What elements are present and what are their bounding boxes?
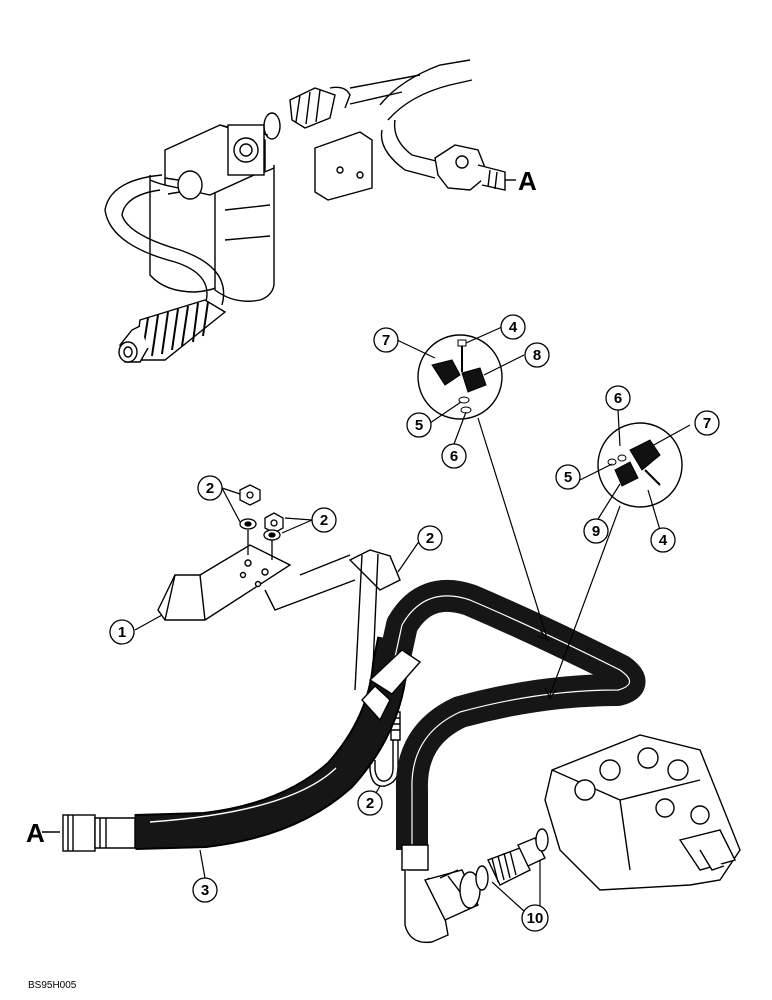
figure-code: BS95H005 <box>28 980 77 991</box>
detail-circle-1 <box>417 334 503 420</box>
callout-leaders <box>134 326 691 913</box>
adapter-fitting <box>475 828 549 891</box>
detail2-leader <box>549 505 621 696</box>
callout-2b: 2 <box>320 512 328 529</box>
callout-7b: 7 <box>703 415 711 432</box>
ref-letter-a-left: A <box>26 818 45 848</box>
callout-4a: 4 <box>509 319 518 336</box>
callout-9: 9 <box>592 523 600 540</box>
callout-10: 10 <box>527 910 544 927</box>
left-hose-fitting <box>62 814 136 852</box>
callout-3: 3 <box>201 882 209 899</box>
hose-sleeve <box>361 649 422 722</box>
nuts-washers <box>239 484 284 560</box>
callout-7a: 7 <box>382 332 390 349</box>
elbow-fitting <box>401 844 481 944</box>
callout-6a: 6 <box>450 448 458 465</box>
control-valve <box>544 734 741 891</box>
callout-6b: 6 <box>614 390 622 407</box>
callout-labels: 7 4 8 5 6 6 7 5 9 4 2 2 2 1 2 3 10 <box>118 319 711 927</box>
detail1-leader <box>477 417 548 639</box>
callout-8: 8 <box>533 347 541 364</box>
filter-assembly <box>104 59 506 363</box>
callout-1: 1 <box>118 624 126 641</box>
ref-letter-a-top: A <box>518 166 537 196</box>
callout-2a: 2 <box>206 480 214 497</box>
callout-2d: 2 <box>366 795 374 812</box>
callout-5a: 5 <box>415 417 423 434</box>
callout-bubbles <box>109 314 720 932</box>
mounting-bracket <box>157 544 401 691</box>
callout-4b: 4 <box>659 532 668 549</box>
callout-2c: 2 <box>426 530 434 547</box>
hose-main <box>374 579 646 850</box>
callout-5b: 5 <box>564 469 572 486</box>
